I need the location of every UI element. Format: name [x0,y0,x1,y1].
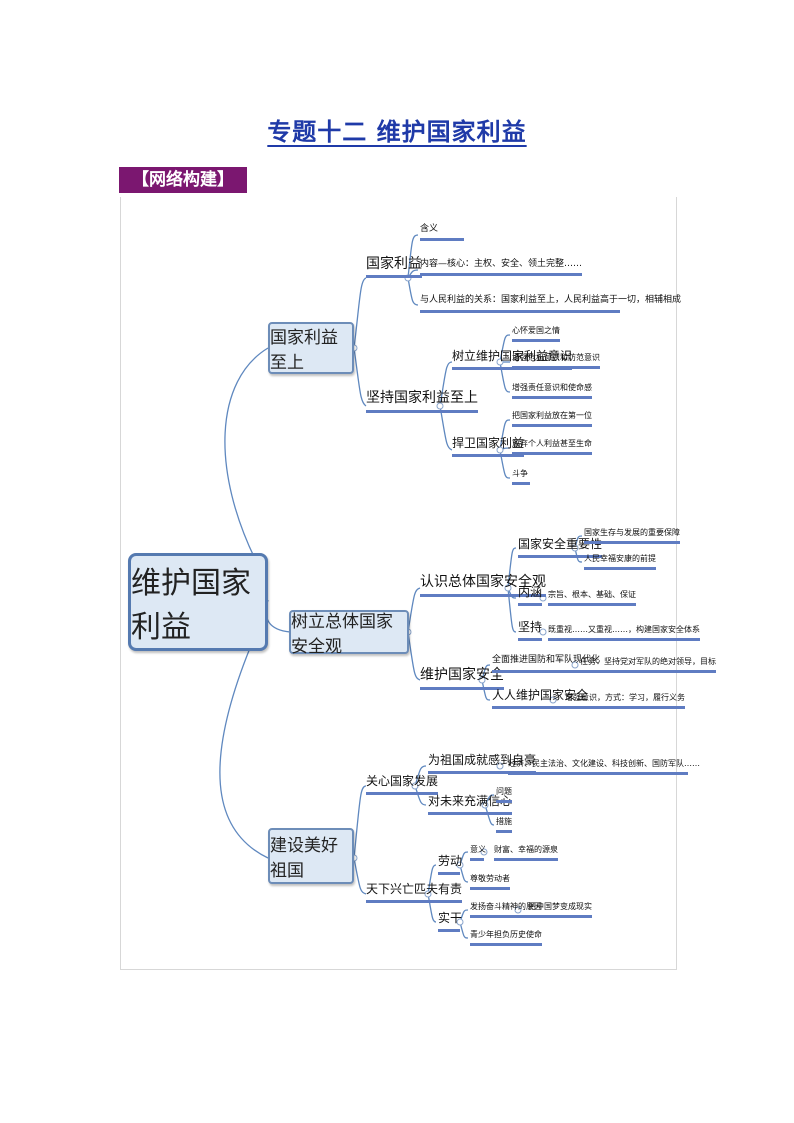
node-responsibility[interactable]: 增强责任意识和使命感 [512,384,592,399]
node-meaning[interactable]: 含义 [420,225,464,241]
node-purpose[interactable]: 宗旨、根本、基础、保证 [548,591,636,606]
node-struggle-spirit[interactable]: 发扬奋斗精神的原因 [470,903,542,918]
node-labor[interactable]: 劳动 [438,855,462,875]
node-national-interest[interactable]: 国家利益 [366,257,422,278]
node-content[interactable]: 内容—核心：主权、安全、领土完整…… [420,260,583,276]
node-hard-work[interactable]: 实干 [438,912,462,932]
branch-overall-security-view[interactable]: 树立总体国家安全观 [289,610,409,657]
node-confidence-future[interactable]: 对未来充满信心 [428,795,513,815]
page-title: 专题十二 维护国家利益 [267,118,527,146]
node-safeguard-security[interactable]: 维护国家安全 [420,668,504,690]
mindmap-frame [120,197,677,970]
node-measures[interactable]: 措施 [496,818,512,833]
root-node[interactable]: 维护国家利益 [128,553,268,651]
node-happiness-premise[interactable]: 人民幸福安康的前提 [584,555,656,570]
node-adhere[interactable]: 坚持 [518,621,543,641]
node-relation[interactable]: 与人民利益的关系：国家利益至上，人民利益高于一切，相辅相成 [420,296,681,313]
node-problems[interactable]: 问题 [496,788,512,803]
section-label: 【网络构建】 [119,167,247,193]
node-first-place[interactable]: 把国家利益放在第一位 [512,412,592,427]
node-security-system[interactable]: 既重视……又重视……，构建国家安全体系 [548,626,700,641]
node-chinese-dream[interactable]: 把中国梦变成现实 [528,903,592,918]
node-defense-modernization[interactable]: 全面推进国防和军队现代化 [492,656,601,673]
node-everyone-security[interactable]: 人人维护国家安全 [492,689,589,709]
node-source-of-wealth[interactable]: 财富、幸福的源泉 [494,846,558,861]
node-uphold-national-interest[interactable]: 坚持国家利益至上 [366,391,478,413]
node-connotation[interactable]: 内涵 [518,586,543,606]
node-patriotism[interactable]: 心怀爱国之情 [512,327,560,342]
node-achievement-areas[interactable]: 经济、民主法治、文化建设、科技创新、国防军队…… [508,760,700,775]
node-understand-security[interactable]: 认识总体国家安全观 [420,575,546,597]
node-labor-meaning[interactable]: 意义 [470,846,486,861]
node-fulfill-duty[interactable]: 增强意识，方式：学习，履行义务 [565,694,685,709]
node-security-importance[interactable]: 国家安全重要性 [518,538,603,558]
node-sacrifice[interactable]: 放弃个人利益甚至生命 [512,440,592,455]
branch-build-motherland[interactable]: 建设美好祖国 [268,828,354,884]
node-struggle[interactable]: 斗争 [512,470,530,485]
node-proud-achievements[interactable]: 为祖国成就感到自豪 [428,754,537,774]
node-care-development[interactable]: 关心国家发展 [366,775,439,795]
node-crisis-awareness[interactable]: 增强危机意识和防范意识 [512,354,600,369]
node-respect-workers[interactable]: 尊敬劳动者 [470,875,510,890]
node-survival-guarantee[interactable]: 国家生存与发展的重要保障 [584,529,680,544]
branch-national-interest-supreme[interactable]: 国家利益至上 [268,322,354,374]
node-youth-mission[interactable]: 青少年担负历史使命 [470,931,542,946]
node-everyone-responsible[interactable]: 天下兴亡匹夫有责 [366,883,463,903]
node-military-task[interactable]: 任务：坚持党对军队的绝对领导，目标 [580,658,716,673]
node-defend-interest[interactable]: 捍卫国家利益 [452,437,525,457]
